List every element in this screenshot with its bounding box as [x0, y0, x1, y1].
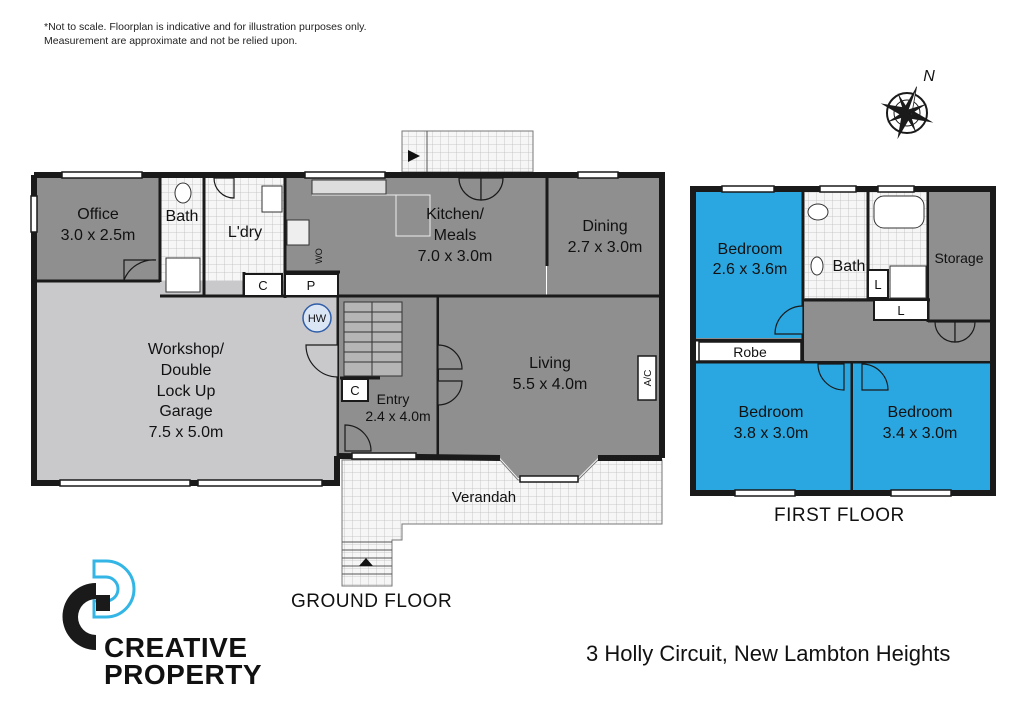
compass-north-label: N	[923, 68, 935, 85]
ground-floor-title: GROUND FLOOR	[291, 591, 453, 612]
bedroom-3-size: 3.4 x 3.0m	[883, 425, 958, 442]
living-label: Living	[529, 355, 571, 372]
living-room	[440, 296, 659, 458]
bedroom-1-size: 2.6 x 3.6m	[713, 261, 788, 278]
storage-label: Storage	[934, 250, 983, 266]
garage-size: 7.5 x 5.0m	[149, 424, 224, 441]
bedroom-2-size: 3.8 x 3.0m	[734, 425, 809, 442]
entry-size: 2.4 x 4.0m	[365, 408, 430, 424]
office-size: 3.0 x 2.5m	[61, 227, 136, 244]
garage-label-1: Workshop/	[148, 341, 225, 358]
property-address: 3 Holly Circuit, New Lambton Heights	[586, 641, 951, 666]
bedroom-3-label: Bedroom	[888, 404, 953, 421]
kitchen-size: 7.0 x 3.0m	[418, 248, 493, 265]
garage-room	[37, 281, 337, 480]
first-floor-doors	[774, 305, 976, 391]
creative-property-logo-icon	[62, 559, 136, 650]
pantry-label: P	[307, 278, 316, 293]
brand-line-1: CREATIVE	[104, 632, 248, 663]
garage-label-3: Lock Up	[157, 383, 216, 400]
brand-line-2: PROPERTY	[104, 659, 263, 690]
disclaimer-line-1: *Not to scale. Floorplan is indicative a…	[44, 21, 367, 33]
brand-wordmark: CREATIVE PROPERTY	[104, 632, 263, 690]
bedroom-1-label: Bedroom	[718, 241, 783, 258]
entry-label: Entry	[377, 391, 410, 407]
garage-label-2: Double	[161, 362, 212, 379]
bath-label: Bath	[166, 208, 199, 225]
rear-steps-deck	[401, 130, 534, 173]
front-stairs	[342, 541, 392, 575]
first-floor-plan: Bedroom 2.6 x 3.6m Bath Storage Robe Bed…	[690, 185, 996, 497]
dining-room	[547, 178, 659, 296]
compass-rose-icon	[880, 86, 934, 140]
office-label: Office	[77, 206, 119, 223]
dining-label: Dining	[582, 218, 627, 235]
first-floor-title: FIRST FLOOR	[774, 505, 905, 526]
cupboard-label-1: C	[258, 278, 267, 293]
verandah-label: Verandah	[452, 489, 516, 506]
disclaimer: *Not to scale. Floorplan is indicative a…	[44, 20, 367, 48]
bedroom-2-label: Bedroom	[739, 404, 804, 421]
disclaimer-line-2: Measurement are approximate and not be r…	[44, 35, 298, 47]
garage-label-4: Garage	[159, 403, 212, 420]
laundry-label: L'dry	[228, 224, 262, 241]
living-bay-window	[500, 458, 598, 478]
linen-label-2: L	[897, 303, 904, 318]
cupboard-label-2: C	[350, 383, 359, 398]
ground-floor-windows	[30, 171, 619, 487]
first-floor-windows	[721, 185, 952, 497]
kitchen-label-2: Meals	[434, 227, 477, 244]
ground-floor-plan: Office 3.0 x 2.5m Bath L'dry Kitchen/ Me…	[30, 130, 665, 587]
aircon-label: A/C	[643, 370, 654, 387]
dining-size: 2.7 x 3.0m	[568, 239, 643, 256]
hot-water-label: HW	[308, 313, 327, 325]
ground-floor-doors	[123, 177, 504, 452]
robe-label: Robe	[733, 344, 767, 360]
bedroom-2-room	[696, 363, 851, 490]
internal-stairs	[343, 301, 403, 377]
kitchen-label: Kitchen/	[426, 206, 484, 223]
wall-oven-label: WO	[314, 248, 324, 264]
linen-label-1: L	[874, 277, 881, 292]
first-bath-label: Bath	[833, 258, 866, 275]
verandah-deck	[341, 459, 663, 587]
living-size: 5.5 x 4.0m	[513, 376, 588, 393]
